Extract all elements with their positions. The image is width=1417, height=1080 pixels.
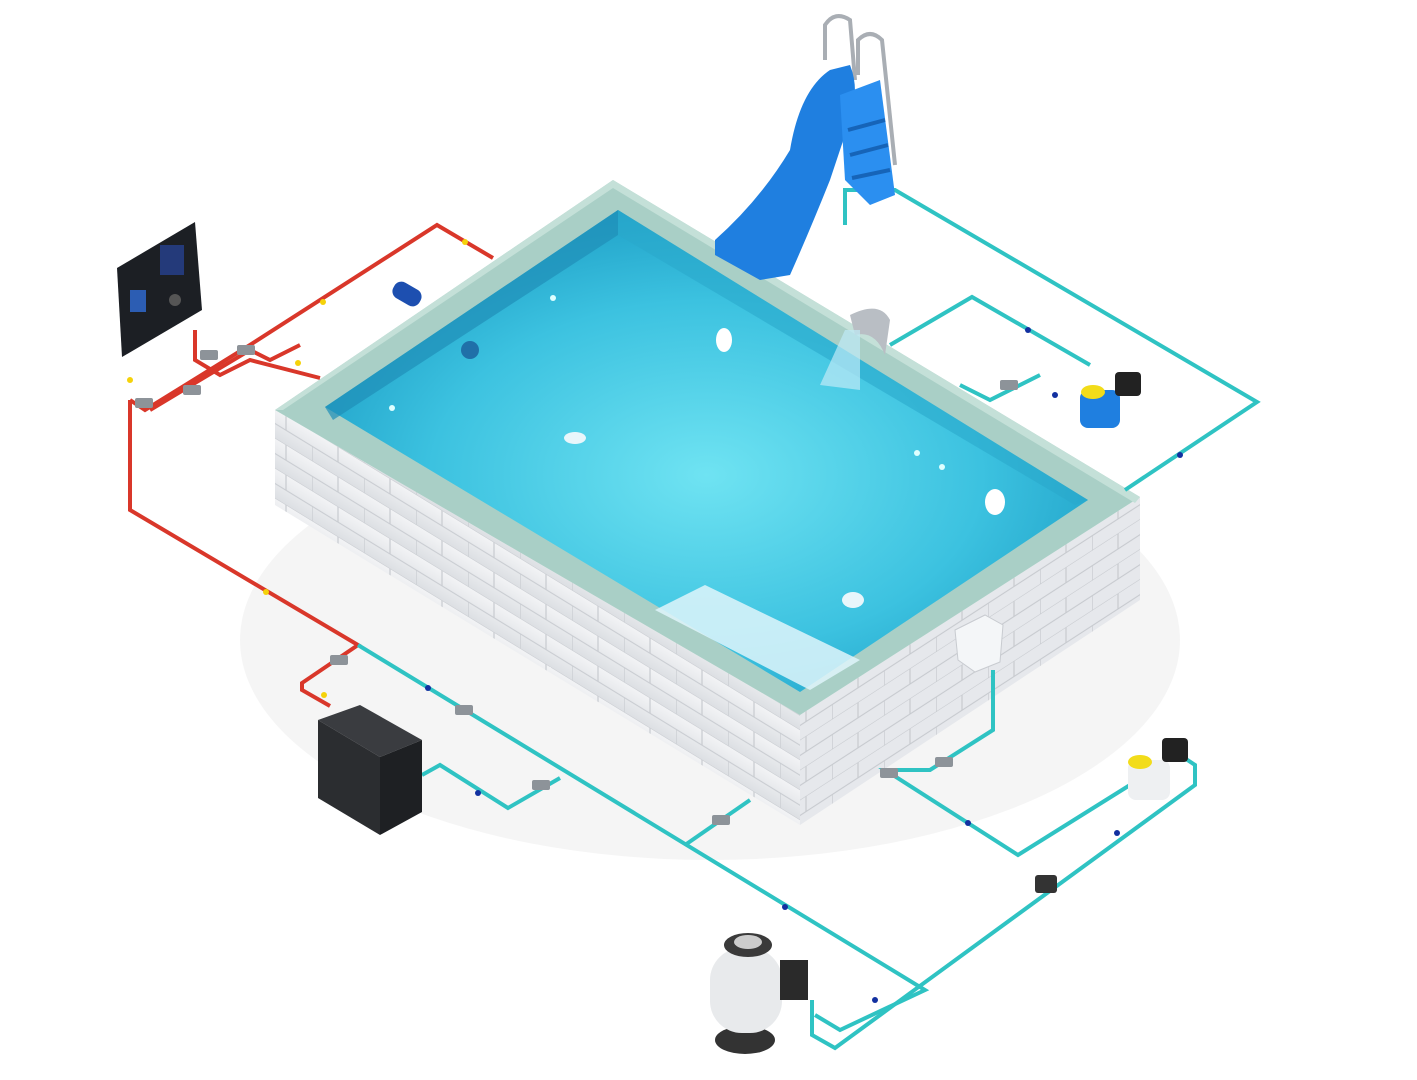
- pool-structure: [275, 180, 1140, 825]
- skimmer-icon: [954, 614, 1004, 673]
- booster-pump-icon: [1128, 738, 1188, 800]
- heat-pump-icon: [318, 705, 422, 835]
- pool-inner-wall-back-left: [325, 210, 618, 420]
- pool-inlet-icon: [914, 450, 920, 456]
- water-slide-icon: [715, 65, 895, 280]
- pool-light-icon: [716, 328, 732, 352]
- pool-light-icon: [985, 489, 1005, 515]
- multiport-valve-icon: [1035, 875, 1057, 893]
- pool-steps: [655, 585, 860, 690]
- circulation-pump-icon: [1080, 372, 1141, 428]
- pool-wall-left: [275, 410, 800, 825]
- pipe-fittings: [135, 345, 1018, 825]
- pool-inlet-icon: [550, 295, 556, 301]
- pool-inlet-icon: [389, 405, 395, 411]
- uv-sterilizer-icon: [392, 281, 422, 307]
- pool-inlet-icon: [939, 464, 945, 470]
- flow-markers: [127, 239, 1183, 1003]
- waterfall-spout-icon: [820, 308, 890, 390]
- pool-drain-icon: [564, 432, 586, 444]
- control-panel-icon: [117, 222, 202, 357]
- pool-drain-icon: [842, 592, 864, 608]
- pool-water: [325, 210, 1088, 692]
- pool-rim-top-highlight: [275, 180, 1140, 503]
- sand-filter-icon: [710, 933, 808, 1054]
- pool-jet-icon: [461, 341, 479, 359]
